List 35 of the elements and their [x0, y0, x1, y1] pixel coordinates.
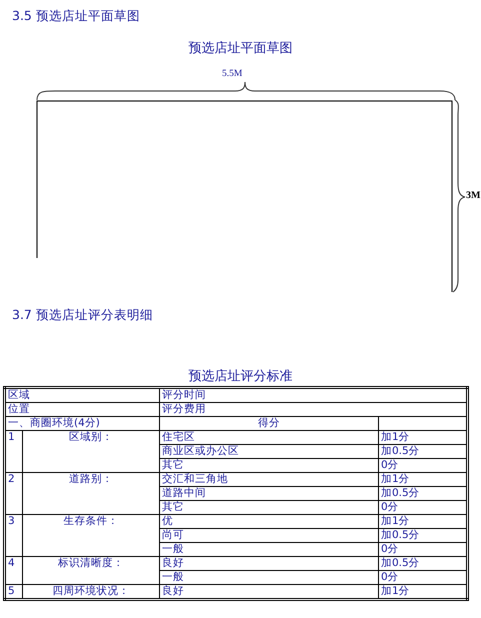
table-cell: 1 — [4, 430, 22, 472]
table-cell: 2 — [4, 472, 22, 514]
table-cell: 加1分 — [378, 514, 468, 528]
table-cell: 一般 — [160, 570, 378, 584]
table-cell: 得分 — [160, 416, 378, 430]
table-cell: 加0.5分 — [378, 444, 468, 458]
table-cell: 加0.5分 — [378, 486, 468, 500]
table-cell: 道路中间 — [160, 486, 378, 500]
table-cell: 商业区或办公区 — [160, 444, 378, 458]
table-cell: 区域别： — [22, 430, 160, 472]
table-cell: 0分 — [378, 570, 468, 584]
section-heading: 3.7 预选店址评分表明细 — [12, 307, 153, 324]
table-cell: 一般 — [160, 542, 378, 556]
table-title: 预选店址评分标准 — [188, 368, 294, 385]
table-cell: 加0.5分 — [378, 528, 468, 542]
table-cell: 加1分 — [378, 430, 468, 444]
table-cell: 0分 — [378, 458, 468, 472]
table-cell: 加0.5分 — [378, 556, 468, 570]
dimension-label: 5.5M — [222, 69, 242, 79]
section-heading: 3.5 预选店址平面草图 — [12, 8, 140, 25]
dimension-label: 3M — [466, 190, 480, 201]
table-cell: 道路别： — [22, 472, 160, 514]
table-cell: 4 — [4, 556, 22, 584]
table-cell: 3 — [4, 514, 22, 556]
diagram-title: 预选店址平面草图 — [188, 40, 294, 57]
table-cell: 评分时间 — [160, 388, 468, 402]
table-cell: 尚可 — [160, 528, 378, 542]
table-cell: 生存条件： — [22, 514, 160, 556]
table-cell: 加1分 — [378, 472, 468, 486]
table-cell: 区域 — [4, 388, 160, 402]
table-cell: 位置 — [4, 402, 160, 416]
table-cell: 优 — [160, 514, 378, 528]
table-cell: 评分费用 — [160, 402, 468, 416]
table-cell: 0分 — [378, 542, 468, 556]
table-cell: 0分 — [378, 500, 468, 514]
